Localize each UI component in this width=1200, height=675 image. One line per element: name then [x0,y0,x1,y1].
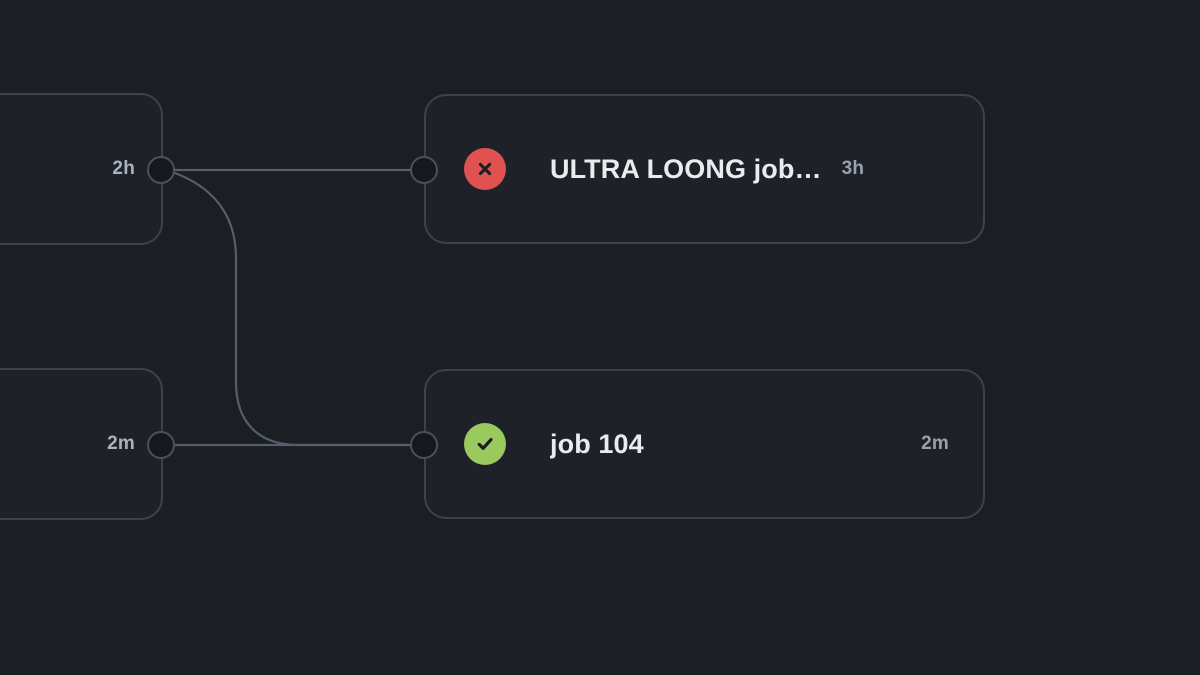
output-port-upstream-top[interactable] [147,156,175,184]
input-port-job-succeeded[interactable] [410,431,438,459]
upstream-node-bottom[interactable]: 2m [0,368,163,520]
upstream-duration-top: 2h [112,158,135,179]
job-title-succeeded: job 104 [550,428,644,459]
job-duration-succeeded: 2m [921,433,949,454]
upstream-node-top[interactable]: 2h [0,93,163,245]
check-circle-icon [464,423,506,465]
edge-2h-to-succeeded-job [170,170,426,447]
input-port-job-failed[interactable] [410,156,438,184]
job-node-failed[interactable]: ULTRA LOONG job… 3h [424,94,985,244]
upstream-duration-bottom: 2m [107,433,135,454]
job-title-failed: ULTRA LOONG job… [550,153,822,184]
close-circle-icon [464,148,506,190]
output-port-upstream-bottom[interactable] [147,431,175,459]
job-duration-failed: 3h [841,158,865,179]
job-node-succeeded[interactable]: job 104 2m [424,369,985,519]
